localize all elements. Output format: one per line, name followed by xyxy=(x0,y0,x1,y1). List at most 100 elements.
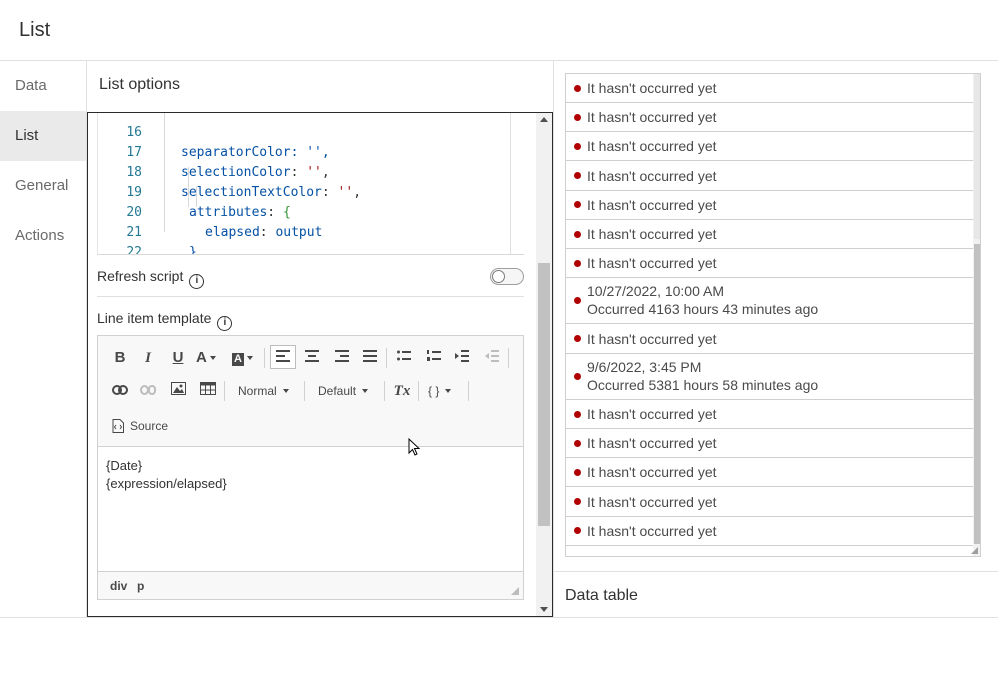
list-scrollbar[interactable] xyxy=(973,74,980,556)
panel-scrollbar[interactable] xyxy=(536,113,552,616)
sidenav-item-general[interactable]: General xyxy=(15,177,69,194)
list-item[interactable]: It hasn't occurred yet xyxy=(566,191,973,220)
list-item[interactable]: It hasn't occurred yet xyxy=(566,517,973,546)
side-navigation: Data List General Actions xyxy=(0,61,86,617)
justify-button[interactable] xyxy=(360,346,380,370)
list-item-text: It hasn't occurred yet xyxy=(587,79,717,97)
refresh-script-toggle[interactable] xyxy=(490,268,524,285)
info-icon[interactable]: i xyxy=(189,274,205,289)
table-button[interactable] xyxy=(198,379,218,403)
outdent-button[interactable] xyxy=(482,346,502,370)
preview-list[interactable]: It hasn't occurred yet It hasn't occurred… xyxy=(565,73,981,557)
list-item[interactable]: It hasn't occurred yet xyxy=(566,103,973,133)
format-select[interactable]: Normal xyxy=(238,379,298,403)
list-item[interactable]: It hasn't occurred yet xyxy=(566,249,973,279)
path-element[interactable]: div xyxy=(110,579,128,593)
list-item[interactable]: It hasn't occurred yet xyxy=(566,400,973,429)
sidenav-item-actions[interactable]: Actions xyxy=(15,227,65,244)
list-item-text: It hasn't occurred yet xyxy=(587,330,717,348)
panel-title: List options xyxy=(99,76,180,93)
list-item[interactable]: It hasn't occurred yet xyxy=(566,458,973,488)
scroll-thumb[interactable] xyxy=(538,263,550,526)
list-item-text: It hasn't occurred yet xyxy=(587,137,717,155)
code-line: 17 selectionColor: '', xyxy=(126,145,330,180)
code-line: 20 elapsed: output xyxy=(126,205,323,240)
numbered-list-button[interactable] xyxy=(424,346,444,370)
status-dot-icon xyxy=(574,201,581,209)
expression-select[interactable]: { } xyxy=(428,379,462,403)
list-item[interactable]: It hasn't occurred yet xyxy=(566,74,973,103)
rich-text-editor[interactable]: B I U A A xyxy=(97,335,524,600)
indent-button[interactable] xyxy=(452,346,472,370)
align-left-button[interactable] xyxy=(270,345,296,369)
background-color-button[interactable]: A xyxy=(232,346,260,370)
resize-grip-icon[interactable] xyxy=(511,587,519,595)
list-item[interactable]: It hasn't occurred yet xyxy=(566,325,973,354)
template-line: {expression/elapsed} xyxy=(106,476,227,491)
list-item[interactable]: It hasn't occurred yet xyxy=(566,162,973,191)
app-header: List xyxy=(0,0,998,61)
list-item[interactable]: It hasn't occurred yet xyxy=(566,220,973,249)
status-dot-icon xyxy=(574,498,581,506)
bulleted-list-button[interactable] xyxy=(394,346,414,370)
list-resize-icon[interactable] xyxy=(971,547,978,554)
code-editor[interactable]: 16 separatorColor: '', 17 selectionColor… xyxy=(97,113,524,255)
editor-toolbar: B I U A A xyxy=(98,336,523,447)
bold-button[interactable]: B xyxy=(114,349,126,366)
sidenav-item-data[interactable]: Data xyxy=(15,77,47,94)
list-item-text: It hasn't occurred yet xyxy=(587,493,717,511)
list-item-text: It hasn't occurred yet xyxy=(587,196,717,214)
list-item-line: It hasn't occurred yet xyxy=(587,138,717,155)
source-button[interactable]: Source xyxy=(112,414,182,438)
bulleted-list-icon xyxy=(397,350,411,361)
code-line: 16 separatorColor: '', xyxy=(126,125,330,160)
mouse-cursor-icon xyxy=(408,437,421,456)
list-item-line: It hasn't occurred yet xyxy=(587,435,717,452)
path-element[interactable]: p xyxy=(137,579,145,593)
list-item[interactable]: It hasn't occurred yet xyxy=(566,132,973,162)
align-right-icon xyxy=(335,350,349,362)
scroll-down-icon[interactable] xyxy=(540,607,548,612)
italic-button[interactable]: I xyxy=(145,350,151,366)
text-color-button[interactable]: A xyxy=(196,346,224,370)
list-item-line: It hasn't occurred yet xyxy=(587,226,717,242)
list-item-line: It hasn't occurred yet xyxy=(587,522,717,539)
list-item-text: It hasn't occurred yet xyxy=(587,405,717,423)
info-icon[interactable]: i xyxy=(217,316,233,331)
numbered-list-icon xyxy=(427,350,441,361)
list-item[interactable]: It hasn't occurred yet xyxy=(566,488,973,517)
align-center-button[interactable] xyxy=(302,346,322,370)
divider xyxy=(0,617,998,618)
remove-format-icon: Tx xyxy=(393,383,411,399)
scroll-up-icon[interactable] xyxy=(540,117,548,122)
list-item-line: It hasn't occurred yet xyxy=(587,109,717,126)
options-scroll-area[interactable]: 16 separatorColor: '', 17 selectionColor… xyxy=(87,112,553,617)
data-table-section[interactable]: Data table xyxy=(553,571,998,617)
image-button[interactable] xyxy=(168,379,188,403)
remove-format-button[interactable]: Tx xyxy=(392,379,412,403)
editor-content[interactable]: {Date} {expression/elapsed} xyxy=(106,457,227,493)
align-center-icon xyxy=(305,350,319,362)
indent-icon xyxy=(455,350,469,362)
align-right-button[interactable] xyxy=(332,346,352,370)
sidenav-item-list[interactable]: List xyxy=(0,111,86,161)
font-select[interactable]: Default xyxy=(318,379,378,403)
list-item[interactable]: It hasn't occurred yet xyxy=(566,429,973,459)
status-dot-icon xyxy=(574,527,581,535)
status-dot-icon xyxy=(574,439,581,447)
scroll-thumb[interactable] xyxy=(974,244,980,544)
page-title: List xyxy=(19,19,51,41)
list-item-line: Occurred 4163 hours 43 minutes ago xyxy=(587,301,819,318)
unlink-button[interactable] xyxy=(138,379,158,403)
divider xyxy=(97,296,524,297)
list-item-line: It hasn't occurred yet xyxy=(587,196,717,213)
status-dot-icon xyxy=(574,142,581,150)
link-button[interactable] xyxy=(110,379,130,403)
underline-button[interactable]: U xyxy=(172,349,184,366)
